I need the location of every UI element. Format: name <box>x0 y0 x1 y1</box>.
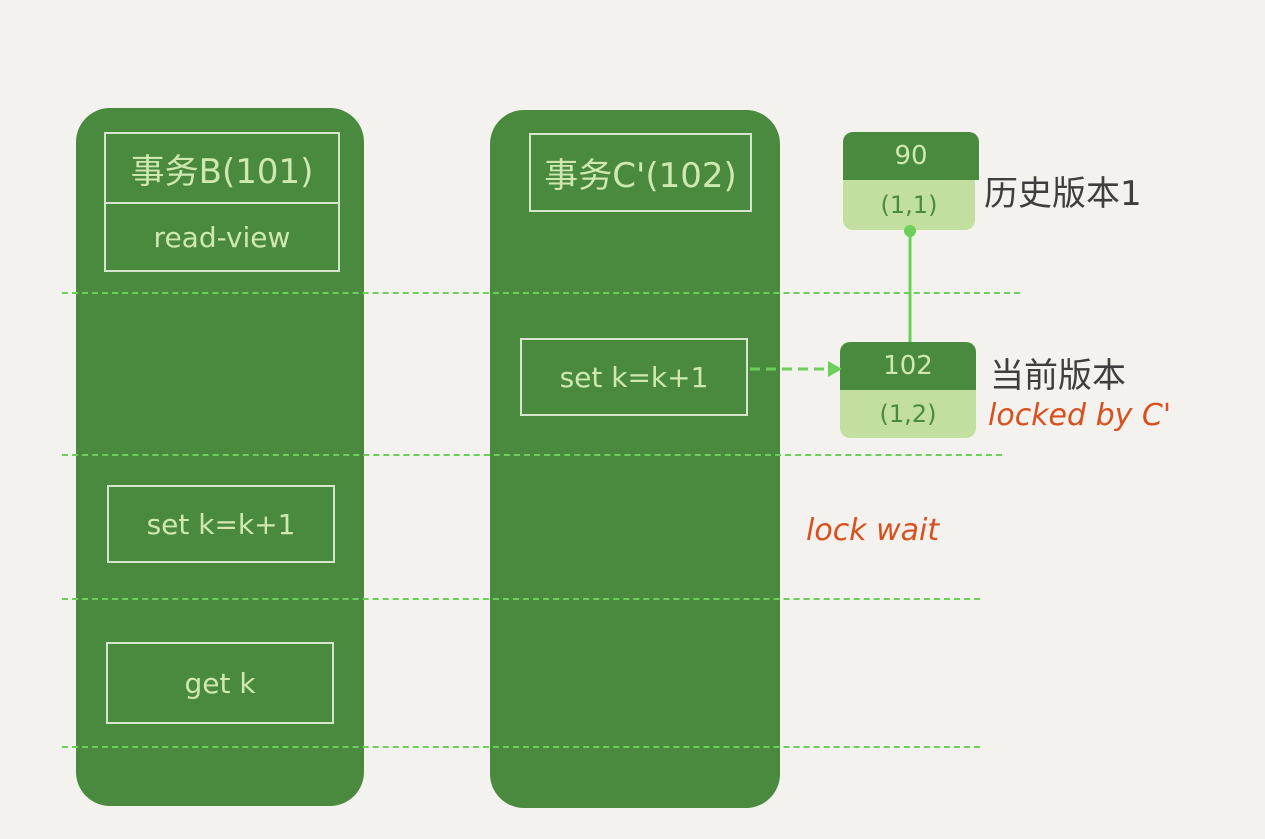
history-version-row: (1,1) <box>843 180 975 230</box>
txn-b-column <box>76 108 364 806</box>
txn-c-set-step: set k=k+1 <box>520 338 748 416</box>
history-version-trx-id: 90 <box>843 132 979 180</box>
txn-c-title: 事务C'(102) <box>529 133 752 212</box>
time-separator-3 <box>62 598 980 600</box>
txn-b-set-step: set k=k+1 <box>107 485 335 563</box>
time-separator-1 <box>62 292 1020 294</box>
txn-c-column <box>490 110 780 808</box>
txn-b-get-step: get k <box>106 642 334 724</box>
time-separator-4 <box>62 746 980 748</box>
current-version-trx-id: 102 <box>840 342 976 390</box>
update-arrowhead <box>828 361 842 377</box>
time-separator-2 <box>62 454 1002 456</box>
current-version-row: (1,2) <box>840 390 976 438</box>
txn-b-read-view: read-view <box>104 202 340 272</box>
version-chain-arrowhead <box>904 225 916 237</box>
history-version-label: 历史版本1 <box>984 174 1142 214</box>
lock-wait-note: lock wait <box>806 513 940 548</box>
current-version-label: 当前版本 <box>990 356 1126 396</box>
lock-owner-note: locked by C' <box>988 398 1172 433</box>
